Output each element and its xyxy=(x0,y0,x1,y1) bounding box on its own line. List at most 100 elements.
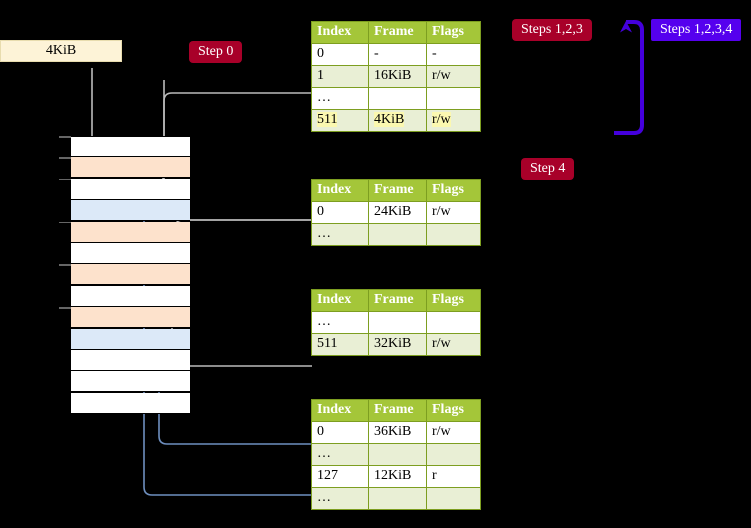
memory-row-tick xyxy=(59,307,71,309)
badge-step-4-label: Step 4 xyxy=(530,161,566,176)
memory-row-tick xyxy=(59,264,71,266)
cell-index: … xyxy=(311,311,369,334)
cell-index: 511 xyxy=(311,109,369,132)
column-header-flags: Flags xyxy=(426,179,481,202)
wire-steps-hook-violet xyxy=(614,20,644,135)
wire-table3-to-memory xyxy=(165,316,312,367)
badge-steps-123: Steps 1,2,3 xyxy=(512,19,592,41)
cell-index: … xyxy=(311,487,369,510)
cell-text: … xyxy=(317,226,332,241)
memory-frame-row xyxy=(71,178,190,200)
cell-text: 36KiB xyxy=(374,424,412,439)
cell-text: 32KiB xyxy=(374,336,412,351)
cell-text: 0 xyxy=(317,424,324,439)
memory-row-tick xyxy=(59,157,71,159)
memory-frame-row xyxy=(71,371,190,393)
cell-text: - xyxy=(432,46,437,61)
cell-flags: r/w xyxy=(426,421,481,444)
cell-index: 1 xyxy=(311,65,369,88)
cell-frame xyxy=(368,223,427,246)
cell-text: 511 xyxy=(317,112,338,127)
column-header-flags: Flags xyxy=(426,21,481,44)
table-row: 0 36KiB r/w xyxy=(311,421,481,444)
cell-text: r/w xyxy=(432,204,451,219)
cell-flags xyxy=(426,223,481,246)
badge-steps-1234: Steps 1,2,3,4 xyxy=(651,19,742,41)
cell-index: 0 xyxy=(311,421,369,444)
wire-table2-to-memory xyxy=(174,219,312,262)
table-row: 127 12KiB r xyxy=(311,465,481,488)
cell-text: 4KiB xyxy=(374,112,405,127)
cell-flags: r/w xyxy=(426,333,481,356)
cell-index: … xyxy=(311,87,369,110)
memory-frame-row xyxy=(71,200,190,222)
cell-flags: r/w xyxy=(426,65,481,88)
cell-frame: - xyxy=(368,43,427,66)
memory-frame-row xyxy=(71,392,190,414)
column-header-flags: Flags xyxy=(426,289,481,312)
cell-text: r/w xyxy=(432,424,451,439)
memory-frame-row xyxy=(71,136,190,157)
table-row: 511 4KiB r/w xyxy=(311,109,481,132)
cell-flags xyxy=(426,87,481,110)
cell-text: 12KiB xyxy=(374,468,412,483)
cell-flags: r/w xyxy=(426,109,481,132)
cell-frame: 4KiB xyxy=(368,109,427,132)
cell-flags: - xyxy=(426,43,481,66)
memory-row-tick xyxy=(59,136,71,138)
memory-frame-row xyxy=(71,328,190,350)
table-row: … xyxy=(311,223,481,246)
cell-index: 127 xyxy=(311,465,369,488)
cell-flags xyxy=(426,311,481,334)
table-row: … xyxy=(311,311,481,334)
column-header-index: Index xyxy=(311,399,369,422)
badge-steps-1234-label: Steps 1,2,3,4 xyxy=(660,22,733,37)
cell-text: 16KiB xyxy=(374,68,412,83)
badge-steps-123-label: Steps 1,2,3 xyxy=(521,22,583,37)
table-row: … xyxy=(311,443,481,466)
cell-text: 1 xyxy=(317,68,324,83)
memory-frame-row xyxy=(71,307,190,329)
memory-frame-row xyxy=(71,285,190,307)
memory-frame-row xyxy=(71,243,190,264)
cell-index: … xyxy=(311,443,369,466)
cell-frame xyxy=(368,87,427,110)
memory-frame-row xyxy=(71,221,190,243)
cell-frame xyxy=(368,487,427,510)
cell-text: … xyxy=(317,314,332,329)
cell-frame: 12KiB xyxy=(368,465,427,488)
cell-text: r xyxy=(432,468,437,483)
memory-frame-row xyxy=(71,350,190,371)
cell-text: … xyxy=(317,446,332,461)
cell-frame xyxy=(368,443,427,466)
cell-index: 0 xyxy=(311,43,369,66)
memory-frame-row xyxy=(71,264,190,286)
column-header-frame: Frame xyxy=(368,21,427,44)
cell-frame: 24KiB xyxy=(368,201,427,224)
cell-text: 0 xyxy=(317,46,324,61)
cell-text: 511 xyxy=(317,336,338,351)
cell-text: r/w xyxy=(432,336,451,351)
size-label-text: 4KiB xyxy=(45,43,77,58)
cell-flags xyxy=(426,443,481,466)
physical-memory-column xyxy=(59,136,190,414)
cell-index: 511 xyxy=(311,333,369,356)
memory-row-tick xyxy=(59,221,71,224)
cell-text: 24KiB xyxy=(374,204,412,219)
badge-step-4: Step 4 xyxy=(521,158,575,180)
table-row: 0 - - xyxy=(311,43,481,66)
table-row: 511 32KiB r/w xyxy=(311,333,481,356)
column-header-index: Index xyxy=(311,289,369,312)
cell-text: r/w xyxy=(432,112,451,127)
memory-row-tick xyxy=(59,178,71,181)
column-header-index: Index xyxy=(311,179,369,202)
cell-text: - xyxy=(374,46,379,61)
cell-flags xyxy=(426,487,481,510)
cell-index: … xyxy=(311,223,369,246)
column-header-flags: Flags xyxy=(426,399,481,422)
